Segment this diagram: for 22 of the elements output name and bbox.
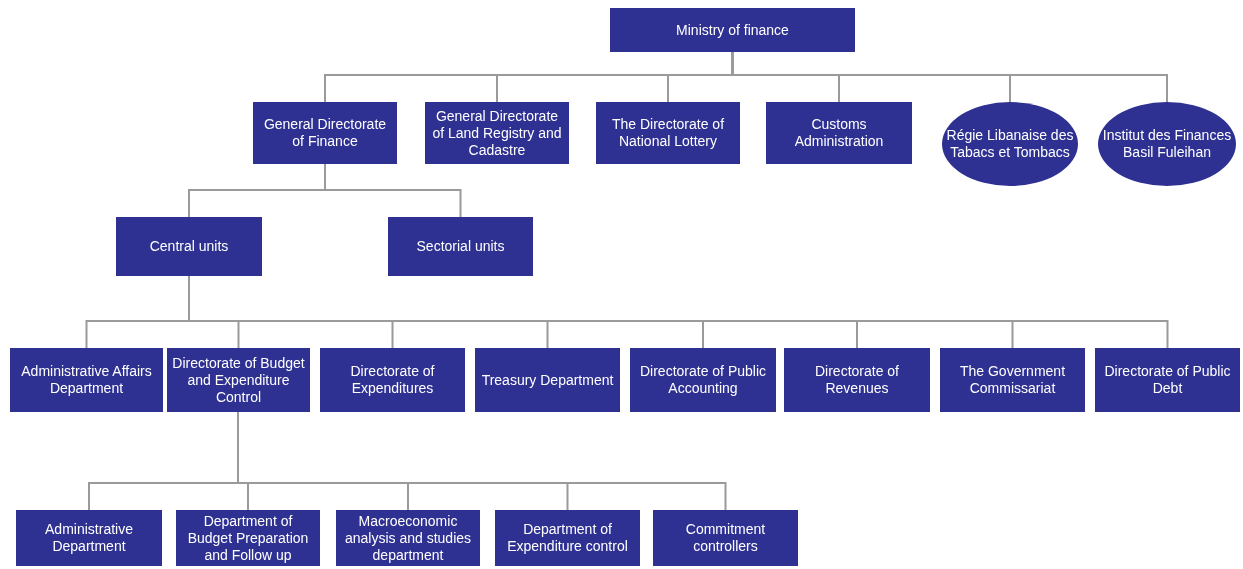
- org-unit-box: Macroeconomic analysis and studies department: [336, 510, 480, 566]
- org-unit-box: Department of Expenditure control: [495, 510, 640, 566]
- org-unit-box: Ministry of finance: [610, 8, 855, 52]
- org-unit-box: Sectorial units: [388, 217, 533, 276]
- org-unit-box: General Directorate of Finance: [253, 102, 397, 164]
- org-unit-box: Central units: [116, 217, 262, 276]
- org-unit-box: Directorate of Public Accounting: [630, 348, 776, 412]
- org-unit-box: Customs Administration: [766, 102, 912, 164]
- org-unit-ellipse: Régie Libanaise des Tabacs et Tombacs: [942, 102, 1078, 186]
- org-unit-box: Directorate of Public Debt: [1095, 348, 1240, 412]
- org-unit-box: Directorate of Budget and Expenditure Control: [167, 348, 310, 412]
- org-unit-box: The Directorate of National Lottery: [596, 102, 740, 164]
- org-unit-box: Department of Budget Preparation and Follow up: [176, 510, 320, 566]
- org-unit-box: The Government Commissariat: [940, 348, 1085, 412]
- org-unit-box: Directorate of Revenues: [784, 348, 930, 412]
- org-unit-box: Administrative Department: [16, 510, 162, 566]
- org-unit-ellipse: Institut des Finances Basil Fuleihan: [1098, 102, 1236, 186]
- org-unit-box: General Directorate of Land Registry and Cadastre: [425, 102, 569, 164]
- org-unit-box: Administrative Affairs Department: [10, 348, 163, 412]
- org-unit-box: Directorate of Expenditures: [320, 348, 465, 412]
- org-unit-box: Treasury Department: [475, 348, 620, 412]
- org-unit-box: Commitment controllers: [653, 510, 798, 566]
